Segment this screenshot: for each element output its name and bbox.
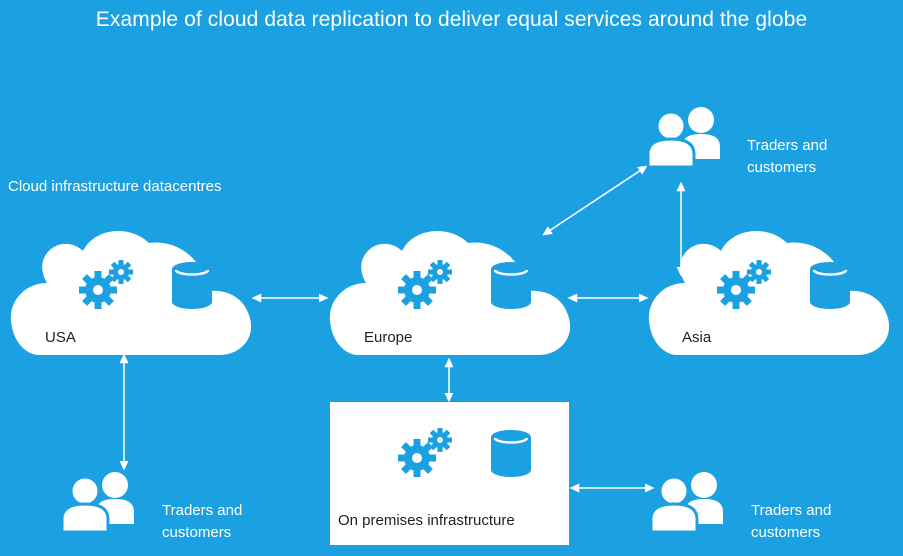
connector-europe-traders-top bbox=[542, 165, 648, 236]
users-icon-bottom-right bbox=[649, 470, 725, 534]
traders-label-bottom-left: Traders and customers bbox=[162, 502, 243, 541]
on-premises-box bbox=[330, 402, 569, 545]
database-icon bbox=[808, 260, 852, 311]
traders-label-top-right: Traders and customers bbox=[747, 137, 828, 176]
users-icon-top-right bbox=[646, 105, 722, 169]
diagram-title: Example of cloud data replication to del… bbox=[95, 8, 808, 31]
usa-label: USA bbox=[45, 329, 76, 346]
users-icon-bottom-left bbox=[60, 470, 136, 534]
section-label: Cloud infrastructure datacentres bbox=[8, 178, 222, 195]
database-icon bbox=[170, 260, 214, 311]
traders-label-bottom-right: Traders and customers bbox=[751, 502, 832, 541]
asia-label: Asia bbox=[682, 329, 712, 346]
on-premises-label: On premises infrastructure bbox=[338, 512, 515, 529]
database-icon bbox=[489, 260, 533, 311]
europe-label: Europe bbox=[364, 329, 413, 346]
database-icon bbox=[489, 428, 533, 479]
